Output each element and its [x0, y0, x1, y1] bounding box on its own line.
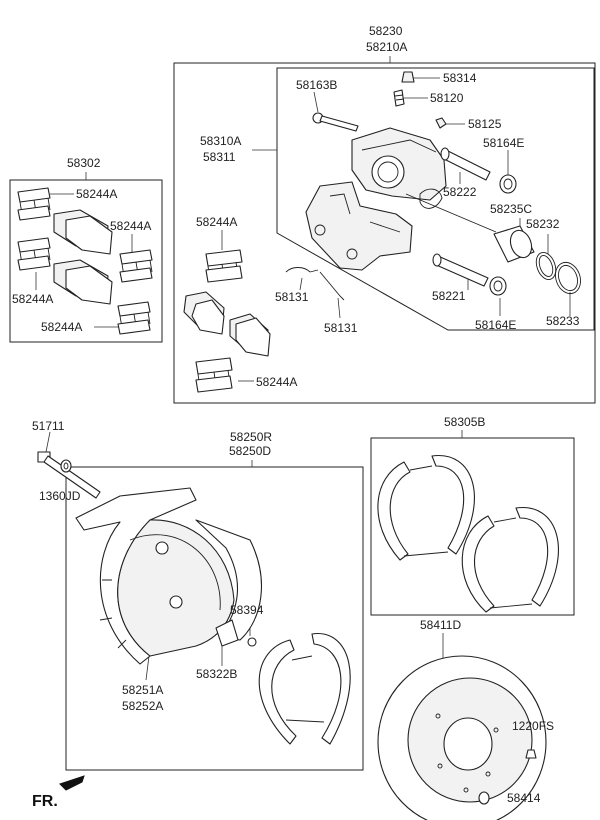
carrier-bracket [305, 181, 413, 271]
part-labels: 58230 58210A 58163B 58314 58120 58125 58… [12, 24, 580, 810]
label-58235c: 58235C [490, 202, 532, 216]
cap-58125 [435, 117, 447, 129]
brake-pad-mid-left [183, 291, 225, 335]
backing-plate [75, 487, 262, 665]
boot-58164e-bottom [489, 276, 507, 296]
label-front: FR. [32, 793, 58, 810]
label-58250r: 58250R [230, 430, 272, 444]
nut-58414 [478, 791, 490, 805]
brake-pad-mid-right [229, 313, 271, 357]
backing-plate-frame [65, 466, 364, 771]
caliper-assembly-frame [173, 62, 596, 404]
label-58394: 58394 [230, 603, 264, 617]
parking-shoe-lower [258, 633, 351, 745]
label-58244a-l4: 58244A [41, 320, 82, 334]
front-arrow-icon [59, 775, 85, 791]
label-58314: 58314 [443, 71, 477, 85]
label-58310a: 58310A [200, 134, 241, 148]
parking-shoe-set-left [377, 455, 475, 561]
piston-58235c [493, 225, 535, 263]
spring-58131-b [319, 271, 345, 301]
screw-1220fs [525, 749, 537, 759]
parking-shoe-frame [370, 437, 575, 616]
screw-58394 [247, 637, 257, 647]
label-58244a-l3: 58244A [12, 292, 53, 306]
clip-58244a-left-1 [17, 187, 51, 221]
label-58305b: 58305B [444, 415, 485, 429]
label-58244a-mid-top: 58244A [196, 215, 237, 229]
label-58232: 58232 [526, 217, 560, 231]
label-58221: 58221 [432, 289, 466, 303]
label-58164e-top: 58164E [483, 136, 524, 150]
label-58163b: 58163B [296, 78, 337, 92]
caliper-housing [351, 127, 447, 201]
clip-58244a-left-4 [117, 301, 151, 335]
label-58302: 58302 [67, 156, 101, 170]
label-58210a: 58210A [366, 40, 407, 54]
label-58120: 58120 [430, 91, 464, 105]
bleeder-screw-58120 [393, 89, 405, 107]
label-58164e-bottom: 58164E [475, 318, 516, 332]
spring-58131-a [285, 267, 319, 273]
cap-58314 [401, 71, 415, 83]
label-58252a: 58252A [122, 699, 163, 713]
label-58125: 58125 [468, 117, 502, 131]
boot-58164e-top [499, 174, 517, 194]
guide-pin-58222 [440, 147, 491, 181]
label-58250d: 58250D [229, 444, 271, 458]
label-1360jd: 1360JD [39, 489, 81, 503]
seal-58232 [535, 252, 557, 280]
label-58244a-l1: 58244A [76, 187, 117, 201]
label-58322b: 58322B [196, 667, 237, 681]
bolt-51711 [37, 451, 101, 499]
label-58131-b: 58131 [324, 321, 358, 335]
guide-pin-58221 [432, 253, 489, 287]
label-51711: 51711 [32, 419, 65, 433]
washer-1360jd [60, 459, 72, 473]
label-58414: 58414 [507, 791, 541, 805]
label-58222: 58222 [443, 185, 477, 199]
label-58411d: 58411D [420, 618, 461, 632]
label-58251a: 58251A [122, 683, 163, 697]
piston-seal-link [419, 188, 443, 209]
label-58311: 58311 [203, 150, 236, 164]
assembly-axis [405, 193, 497, 233]
clip-58244a-mid-bot [195, 357, 233, 393]
clip-58244a-left-3 [17, 237, 51, 271]
adjuster-58322b [215, 619, 239, 647]
boot-58233 [555, 261, 581, 295]
guide-bolt-58163b [312, 112, 359, 132]
label-58244a-l2: 58244A [110, 219, 151, 233]
pad-left-top [53, 209, 113, 255]
parking-shoe-set-right [461, 507, 559, 613]
label-58233: 58233 [546, 314, 580, 328]
label-58131-a: 58131 [275, 290, 309, 304]
caliper-subassembly-frame [276, 67, 595, 331]
clip-58244a-left-2 [119, 249, 153, 283]
pad-left-bottom [53, 259, 113, 305]
label-58244a-mid-bot: 58244A [256, 375, 297, 389]
clip-58244a-mid-top [205, 249, 243, 283]
brake-disc-58411d [377, 655, 547, 820]
label-58230: 58230 [369, 24, 403, 38]
label-1220fs: 1220FS [512, 719, 554, 733]
